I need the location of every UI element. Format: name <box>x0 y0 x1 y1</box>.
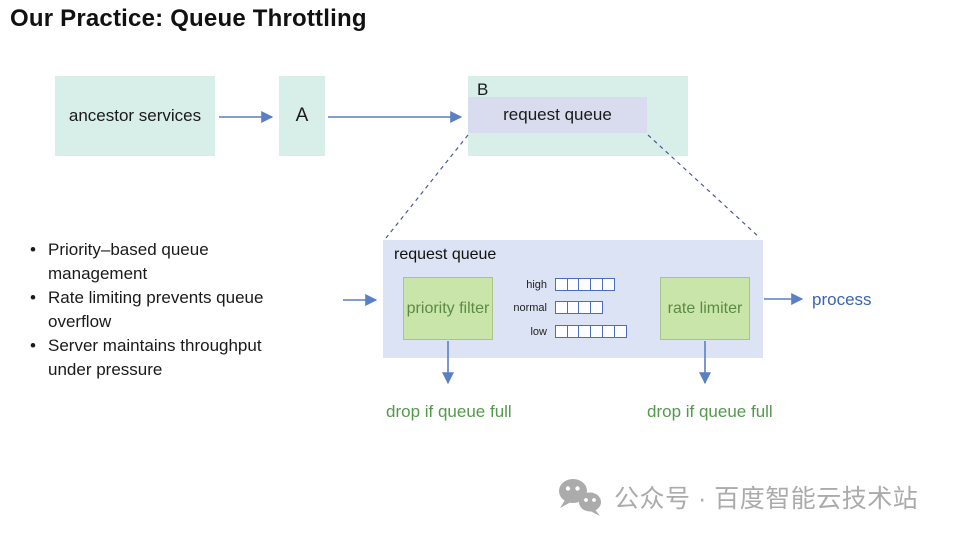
priority-filter-label: priority filter <box>406 299 490 317</box>
bullet-item: Rate limiting prevents queue overflow <box>28 286 268 334</box>
rate-limiter-node: rate limiter <box>660 277 750 340</box>
watermark: 公众号 · 百度智能云技术站 <box>556 476 918 518</box>
bullet-item: Priority–based queue management <box>28 238 268 286</box>
request-queue-detail-title: request queue <box>394 246 497 263</box>
rate-limiter-label: rate limiter <box>667 299 743 317</box>
queue-slots <box>555 325 627 338</box>
drop-if-queue-full-left: drop if queue full <box>386 402 512 421</box>
queue-row-normal: normal <box>495 300 604 315</box>
bullet-text: Server maintains throughput under pressu… <box>48 336 262 379</box>
drop-if-queue-full-right: drop if queue full <box>647 402 773 421</box>
queue-slot <box>590 301 604 314</box>
queue-row-low: low <box>495 324 627 339</box>
service-a-node: A <box>279 76 325 156</box>
queue-slot <box>613 325 627 338</box>
queue-row-label: high <box>526 278 547 291</box>
service-b-label: B <box>477 80 489 99</box>
queue-row-high: high <box>495 277 615 292</box>
bullet-list: Priority–based queue management Rate lim… <box>28 238 268 382</box>
ancestor-services-label: ancestor services <box>68 106 202 125</box>
wechat-icon <box>559 479 601 516</box>
service-a-label: A <box>295 105 309 126</box>
queue-slots <box>555 278 615 291</box>
watermark-text: 公众号 · 百度智能云技术站 <box>614 485 919 513</box>
queue-slot <box>601 278 615 291</box>
request-queue-band: request queue <box>468 97 647 133</box>
queue-slots <box>555 301 604 314</box>
request-queue-band-label: request queue <box>503 105 612 124</box>
process-label: process <box>812 290 872 309</box>
bullet-text: Rate limiting prevents queue overflow <box>48 288 264 331</box>
queue-row-label: normal <box>513 301 547 314</box>
priority-filter-node: priority filter <box>403 277 493 340</box>
queue-row-label: low <box>530 325 547 338</box>
ancestor-services-node: ancestor services <box>55 76 215 156</box>
slide-title: Our Practice: Queue Throttling <box>10 5 367 32</box>
dashed-zoom-left <box>385 134 469 239</box>
bullet-text: Priority–based queue management <box>48 240 209 283</box>
bullet-item: Server maintains throughput under pressu… <box>28 334 268 382</box>
